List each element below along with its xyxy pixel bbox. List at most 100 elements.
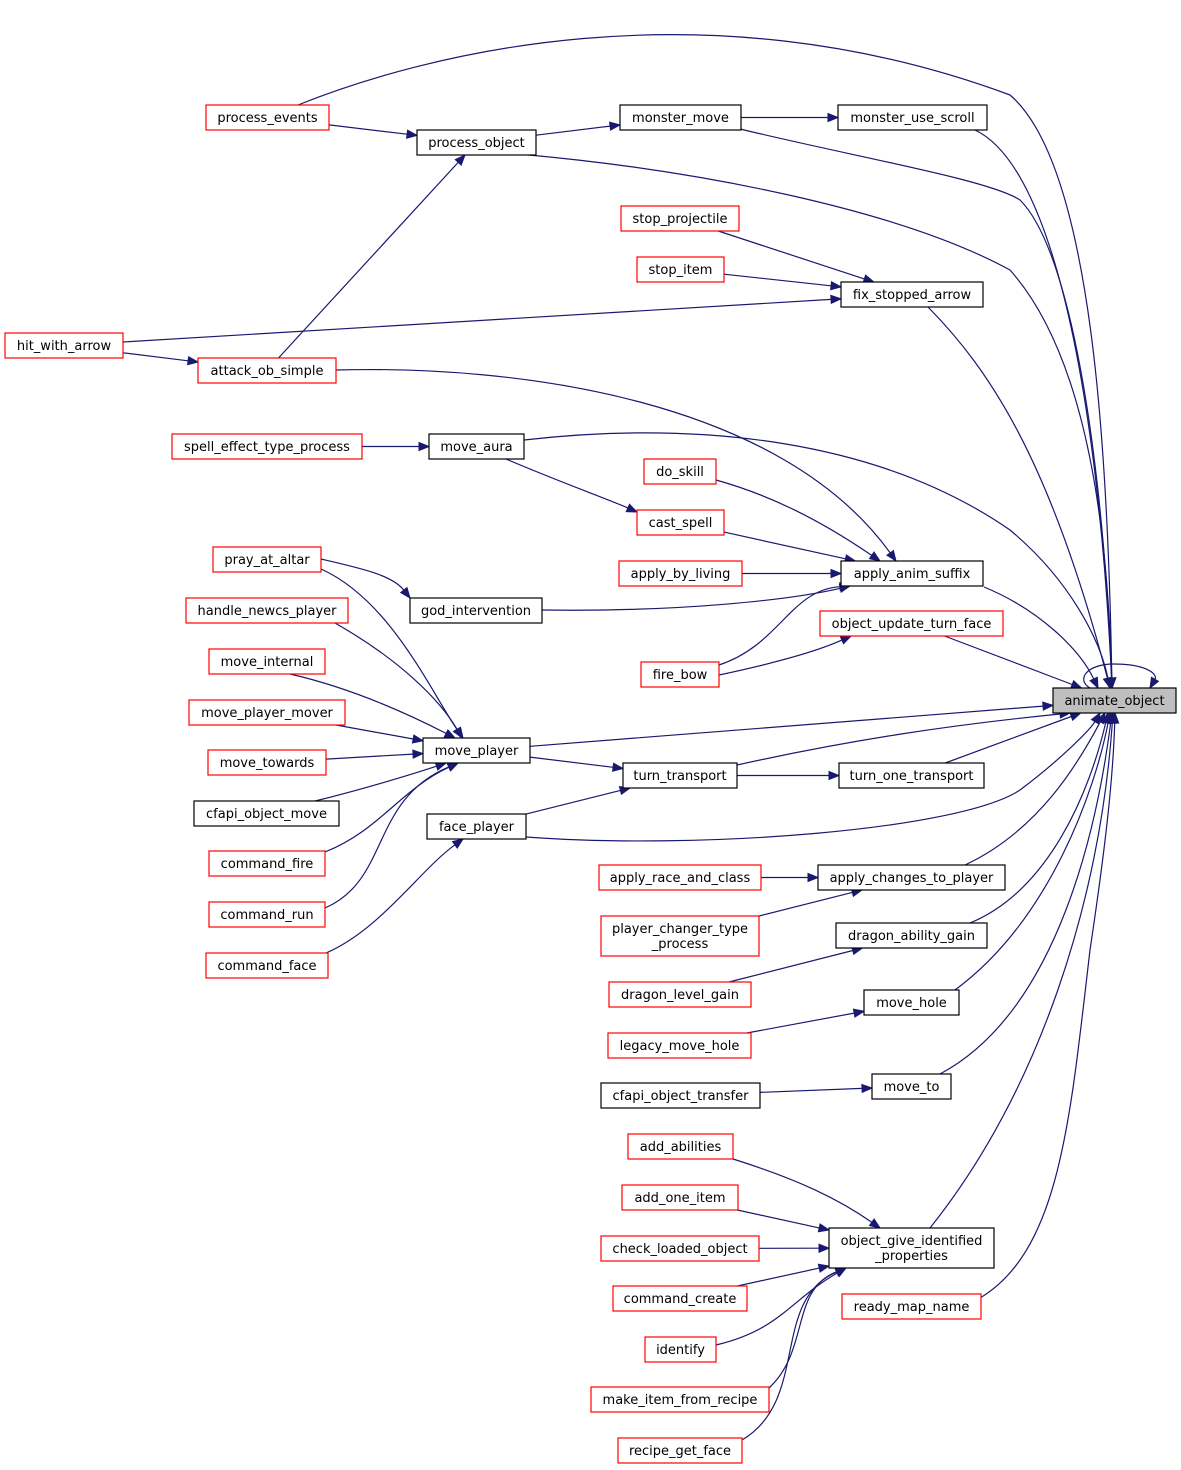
node-box [612,1285,748,1312]
edge-monster_move-to-animate_object [739,128,1117,690]
node-command-create[interactable]: command_create [612,1285,748,1312]
node-god-intervention[interactable]: god_intervention [409,597,543,624]
node-apply-race-and-class[interactable]: apply_race_and_class [598,864,762,891]
node-hit-with-arrow[interactable]: hit_with_arrow [4,332,124,359]
node-process-events[interactable]: process_events [205,104,330,131]
edge-line [325,844,456,954]
node-face-player[interactable]: face_player [426,813,527,840]
node-monster-move[interactable]: monster_move [619,104,742,131]
edge-arrowhead [411,734,425,744]
edge-arrowhead [868,1218,882,1229]
node-ready-map-name[interactable]: ready_map_name [841,1293,982,1320]
node-object-update-turn-face[interactable]: object_update_turn_face [819,610,1004,637]
node-box [636,256,725,283]
node-move-player[interactable]: move_player [422,737,531,764]
edge-move_aura-to-cast_spell [505,458,639,513]
node-label: monster_move [632,111,729,126]
node-stop-item[interactable]: stop_item [636,256,725,283]
node-legacy-move-hole[interactable]: legacy_move_hole [607,1032,752,1059]
node-pray-at-altar[interactable]: pray_at_altar [212,546,322,573]
node-dragon-level-gain[interactable]: dragon_level_gain [608,981,752,1008]
node-monster-use-scroll[interactable]: monster_use_scroll [837,104,988,131]
node-label: command_create [624,1292,737,1307]
edge-move_towards-to-move_player [325,749,425,760]
node-stop-projectile[interactable]: stop_projectile [620,205,740,232]
node-box [185,597,349,624]
node-identify[interactable]: identify [644,1336,717,1363]
node-command-run[interactable]: command_run [208,901,326,928]
node-box [4,332,124,359]
edge-animate_object-to-animate_object [1083,663,1160,690]
edge-line [1083,663,1157,689]
edge-apply_anim_suffix-to-animate_object [983,586,1099,690]
node-command-fire[interactable]: command_fire [208,850,326,877]
node-label: make_item_from_recipe [603,1393,758,1408]
node-move-to[interactable]: move_to [871,1073,952,1100]
edge-turn_one_transport-to-animate_object [945,712,1082,764]
node-label: add_one_item [634,1191,725,1206]
node-turn-transport[interactable]: turn_transport [622,762,738,789]
node-turn-one-transport[interactable]: turn_one_transport [838,762,985,789]
node-move-towards[interactable]: move_towards [207,749,327,776]
node-move-aura[interactable]: move_aura [428,433,525,460]
node-recipe-get-face[interactable]: recipe_get_face [617,1437,743,1464]
node-object-give-identified-properties[interactable]: object_give_identified_properties [828,1227,995,1269]
node-cfapi-object-move[interactable]: cfapi_object_move [193,800,340,827]
edge-attack_ob_simple-to-process_object [278,154,466,359]
node-label: fix_stopped_arrow [853,288,972,303]
edge-line [297,34,1113,679]
node-move-internal[interactable]: move_internal [208,648,326,675]
edge-turn_transport-to-animate_object [736,709,1072,766]
node-box [205,952,329,979]
node-add-one-item[interactable]: add_one_item [621,1184,739,1211]
node-box [622,762,738,789]
edge-recipe_get_face-to-object_give_identified_properties [741,1267,848,1441]
node-label: cast_spell [649,516,713,531]
node-check-loaded-object[interactable]: check_loaded_object [600,1235,760,1262]
edge-player_changer_type_process-to-apply_changes_to_player [758,887,864,917]
edge-line [929,722,1113,1229]
node-do-skill[interactable]: do_skill [643,458,717,485]
node-make-item-from-recipe[interactable]: make_item_from_recipe [590,1386,770,1413]
node-cfapi-object-transfer[interactable]: cfapi_object_transfer [600,1082,761,1109]
node-attack-ob-simple[interactable]: attack_ob_simple [197,357,337,384]
node-handle-newcs-player[interactable]: handle_newcs_player [185,597,349,624]
edge-arrowhead [454,154,466,166]
edge-process_object-to-monster_move [535,121,622,136]
node-apply-anim-suffix[interactable]: apply_anim_suffix [840,560,984,587]
node-box [600,1235,760,1262]
edge-line [737,1267,820,1287]
edge-arrowhead [625,503,639,513]
node-apply-changes-to-player[interactable]: apply_changes_to_player [817,864,1006,891]
node-label: move_player [435,744,519,759]
edge-line [278,161,459,359]
node-fire-bow[interactable]: fire_bow [640,661,720,688]
node-player-changer-type-process[interactable]: player_changer_type_process [600,915,760,957]
node-label: _properties [874,1249,948,1264]
node-box [212,546,322,573]
edge-arrowhead [1103,676,1113,690]
node-command-face[interactable]: command_face [205,952,329,979]
node-box [600,915,760,957]
node-move-player-mover[interactable]: move_player_mover [188,699,346,726]
edge-move_player_mover-to-move_player [335,724,425,744]
node-dragon-ability-gain[interactable]: dragon_ability_gain [835,922,988,949]
edge-arrowhead [886,549,897,563]
node-box [598,864,762,891]
node-spell-effect-type-process[interactable]: spell_effect_type_process [171,433,363,460]
edge-arrowhead [852,1008,866,1018]
edge-arrowhead [1070,679,1083,689]
edge-line [718,230,865,280]
edge-line [945,715,1072,764]
node-apply-by-living[interactable]: apply_by_living [618,560,743,587]
node-box [840,560,984,587]
node-fix-stopped-arrow[interactable]: fix_stopped_arrow [840,281,984,308]
node-move-hole[interactable]: move_hole [863,989,960,1016]
node-cast-spell[interactable]: cast_spell [636,509,725,536]
node-add-abilities[interactable]: add_abilities [627,1133,734,1160]
node-process-object[interactable]: process_object [416,129,537,156]
node-animate-object[interactable]: animate_object [1052,687,1177,714]
edge-turn_transport-to-turn_one_transport [737,770,841,781]
edge-face_player-to-turn_transport [525,785,632,815]
edge-arrowhead [418,441,431,452]
